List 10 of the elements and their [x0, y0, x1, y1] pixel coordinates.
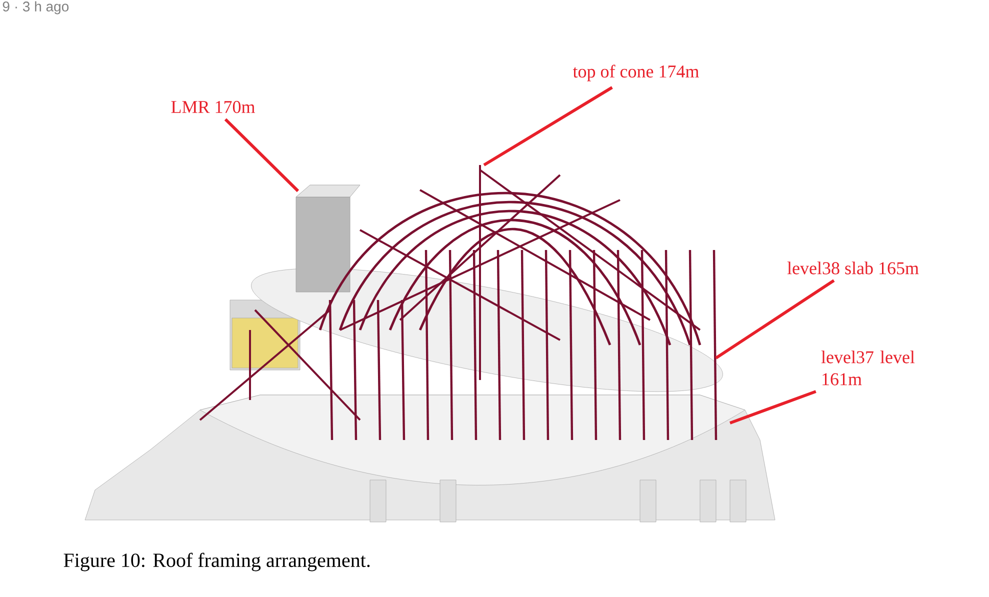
leader-line — [224, 118, 300, 192]
leader-line — [715, 279, 835, 360]
annotation-label: level38 slab 165m — [787, 262, 919, 274]
leader-line — [483, 86, 613, 166]
annotation-label: top of cone 174m — [572, 64, 699, 82]
figure-caption: Figure 10: Roof framing arrangement. — [64, 552, 370, 572]
annotation-label: LMR 170m — [171, 100, 255, 114]
annotation-label: level37 level 161m — [821, 350, 915, 386]
timestamp-text: 9 · 3 h ago — [2, 1, 69, 14]
leader-line — [729, 390, 816, 424]
